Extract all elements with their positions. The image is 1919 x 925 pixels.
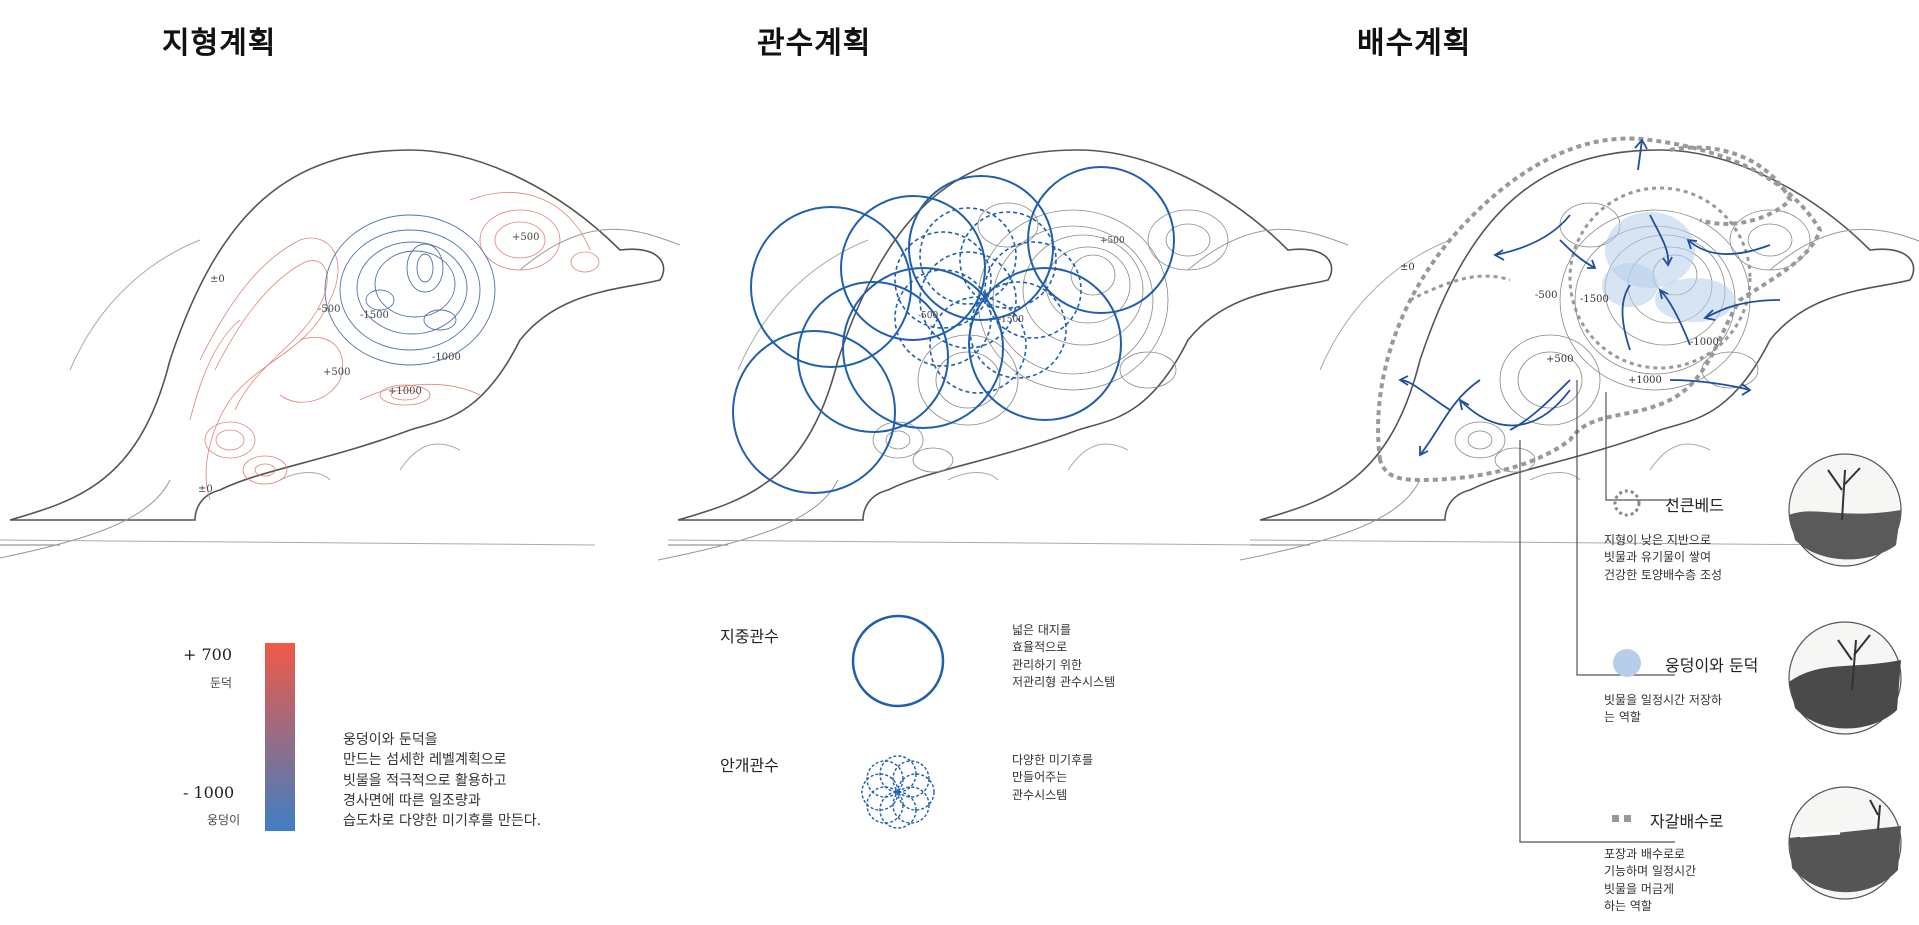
description-line: 지형이 낮은 지반으로 xyxy=(1604,533,1711,547)
square-dash-icon xyxy=(1612,815,1631,822)
soil-sketch-sunken-bed xyxy=(1788,453,1902,567)
drainage-legend-sunken-bed-description: 지형이 낮은 지반으로 빗물과 유기물이 쌓여 건강한 토양배수층 조성 xyxy=(1604,532,1722,584)
drainage-title: 배수계획 xyxy=(1357,26,1472,61)
terrain-description-line: 빗물을 적극적으로 활용하고 xyxy=(343,772,507,789)
drainage-label-minus500: -500 xyxy=(1535,290,1557,301)
description-line: 포장과 배수로로 xyxy=(1604,847,1686,861)
drainage-label-minus1500: -1500 xyxy=(1580,294,1609,305)
irrigation-map: +500 -500 -1500 xyxy=(657,149,1349,561)
terrain-label-zero-a: ±0 xyxy=(210,274,225,285)
description-line: 하는 역할 xyxy=(1604,899,1652,914)
description-line: 빗물을 머금게 xyxy=(1604,881,1675,896)
terrain-label-center: -1500 xyxy=(360,310,389,321)
soil-sketch-pond-mound xyxy=(1788,621,1902,735)
terrain-label-plus500-b: +500 xyxy=(323,367,350,378)
terrain-label-plus500-a: +500 xyxy=(512,232,539,243)
irrigation-legend-mist-name: 안개관수 xyxy=(720,756,779,775)
svg-text:-500: -500 xyxy=(918,311,938,321)
terrain-legend-max-label: 둔덕 xyxy=(210,676,233,690)
description-line: 관리하기 위한 xyxy=(1012,657,1083,672)
terrain-label-minus500: -500 xyxy=(318,304,340,315)
drainage-label-zero: ±0 xyxy=(1400,262,1415,273)
terrain-label-plus1000: +1000 xyxy=(388,386,422,397)
description-line: 빗물과 유기물이 쌓여 xyxy=(1604,550,1711,565)
soil-sketch-gravel-channel xyxy=(1788,786,1902,900)
drainage-legend-gravel-name: 자갈배수로 xyxy=(1650,812,1724,831)
dashed-flower-circles-icon xyxy=(861,755,935,829)
description-line: 다양한 미기후를 xyxy=(1012,753,1094,767)
irrigation-legend-subsurface-description: 넓은 대지를 효율적으로 관리하기 위한 저관리형 관수시스템 xyxy=(1012,622,1115,692)
drainage-label-plus500: +500 xyxy=(1546,354,1573,365)
terrain-description-line: 경사면에 따른 일조량과 xyxy=(343,792,481,809)
svg-text:-1500: -1500 xyxy=(998,315,1024,325)
drainage-legend-gravel-description: 포장과 배수로로 기능하며 일정시간 빗물을 머금게 하는 역할 xyxy=(1604,846,1696,916)
terrain-legend-min-value: - 1000 xyxy=(183,783,235,802)
irrigation-legend-mist-description: 다양한 미기후를 만들어주는 관수시스템 xyxy=(1012,752,1093,804)
svg-text:+500: +500 xyxy=(1100,236,1125,246)
drainage-label-plus1000: +1000 xyxy=(1628,375,1662,386)
terrain-title: 지형계획 xyxy=(162,26,277,61)
terrain-legend-min-label: 웅덩이 xyxy=(207,813,241,827)
dotted-ring-icon xyxy=(1613,489,1641,517)
terrain-label-zero-b: ±0 xyxy=(198,484,213,495)
terrain-map: ±0 +500 -500 -1500 -1000 +500 +1000 ±0 xyxy=(0,149,681,561)
description-line: 만들어주는 xyxy=(1012,770,1068,785)
description-line: 건강한 토양배수층 조성 xyxy=(1604,567,1723,582)
description-line: 빗물을 일정시간 저장하 xyxy=(1604,693,1723,707)
terrain-elevation-scale xyxy=(265,643,295,831)
terrain-description-line: 습도차로 다양한 미기후를 만든다. xyxy=(343,813,542,830)
terrain-legend-max-value: + 700 xyxy=(183,645,233,664)
description-line: 효율적으로 xyxy=(1012,640,1068,655)
terrain-description-line: 웅덩이와 둔덕을 xyxy=(343,732,438,748)
terrain-description-line: 만드는 섬세한 레벨계획으로 xyxy=(343,752,507,769)
description-line: 넓은 대지를 xyxy=(1012,623,1072,637)
description-line: 는 역할 xyxy=(1604,710,1641,725)
drainage-legend-sunken-bed-name: 선큰베드 xyxy=(1665,496,1724,515)
description-line: 기능하며 일정시간 xyxy=(1604,864,1697,879)
irrigation-legend-subsurface-name: 지중관수 xyxy=(720,627,779,646)
terrain-label-minus1000: -1000 xyxy=(432,352,461,363)
drainage-label-minus1000: -1000 xyxy=(1690,337,1719,348)
light-blue-dot-icon xyxy=(1613,649,1641,677)
drainage-legend-pond-mound-name: 웅덩이와 둔덕 xyxy=(1665,656,1759,675)
irrigation-title: 관수계획 xyxy=(757,26,872,61)
soil-section-sketches xyxy=(1788,453,1902,900)
drainage-legend-pond-mound-description: 빗물을 일정시간 저장하 는 역할 xyxy=(1604,692,1722,727)
drainage-map: ±0 -500 -1500 -1000 +500 +1000 xyxy=(1239,136,1919,843)
description-line: 저관리형 관수시스템 xyxy=(1012,675,1116,690)
description-line: 관수시스템 xyxy=(1012,787,1068,802)
solid-circle-icon xyxy=(851,614,945,708)
drainage-flow-arrows xyxy=(1398,138,1781,457)
terrain-description: 웅덩이와 둔덕을 만드는 섬세한 레벨계획으로 빗물을 적극적으로 활용하고 경… xyxy=(343,730,541,831)
